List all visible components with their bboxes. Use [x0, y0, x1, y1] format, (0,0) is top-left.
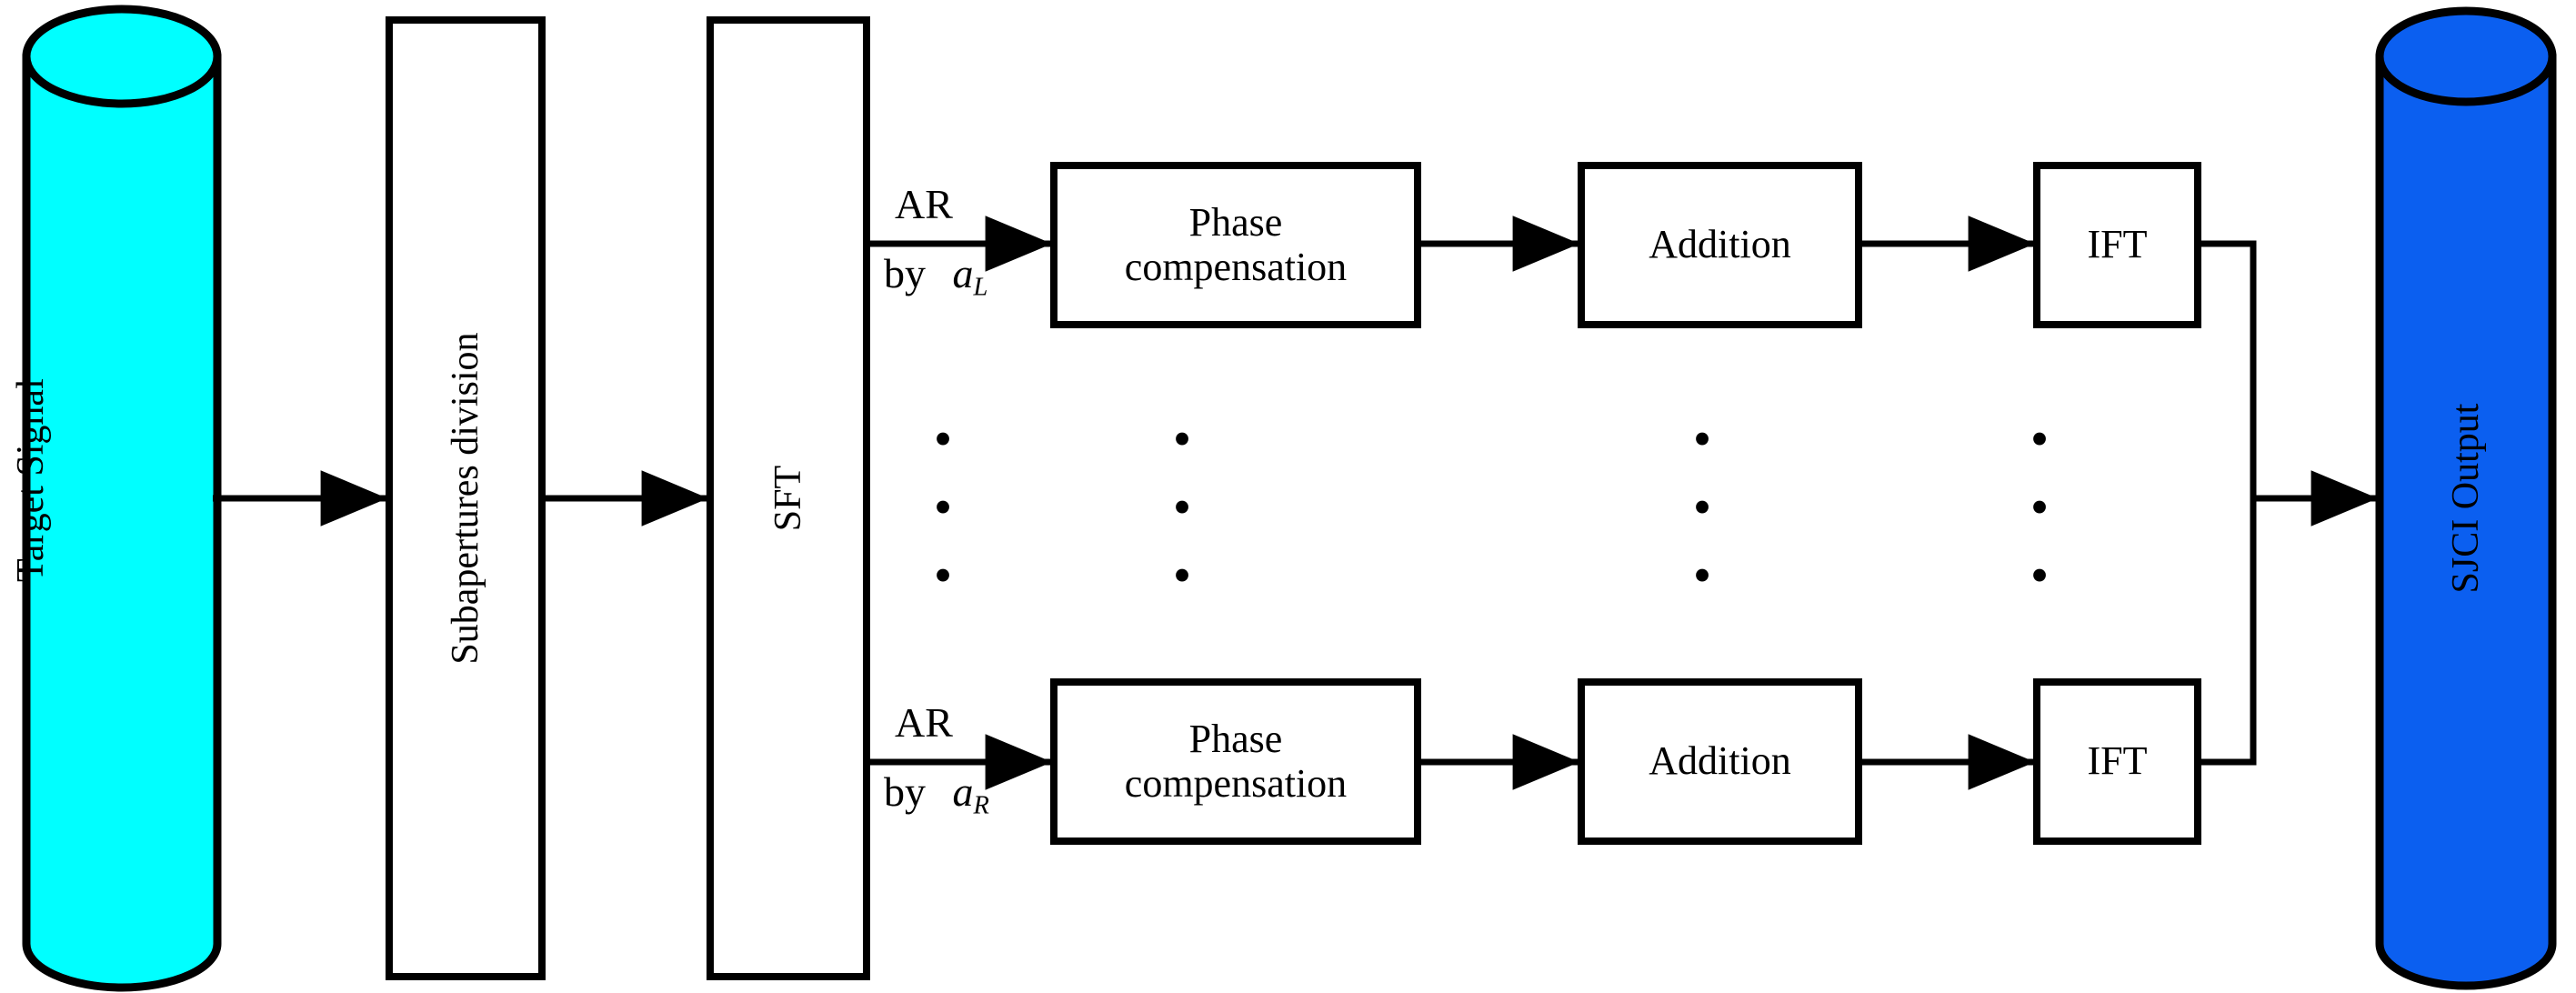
phase-compensation-line2-bottom: compensation [1124, 760, 1348, 806]
addition-label-bottom: Addition [1581, 682, 1859, 841]
addition-box-bottom [1578, 678, 1862, 845]
ar-label-bottom-below: by aR [884, 767, 989, 821]
ar-label-bottom-above: AR [895, 698, 953, 747]
output-cylinder-shape [2375, 6, 2557, 990]
ift-box-bottom [2033, 678, 2201, 845]
addition-box-top [1578, 162, 1862, 328]
ellipsis-column-ar-dot-2: • [933, 477, 953, 537]
connector-arrows [213, 216, 2379, 790]
input-cylinder-shape [22, 5, 222, 992]
ar-label-top-above: AR [895, 180, 953, 228]
bus-ift-bottom-to-output [2199, 498, 2257, 766]
bus-ift-top-to-output [2199, 240, 2257, 498]
phase-compensation-line1-bottom: Phase [1188, 717, 1283, 762]
ellipsis-column-addition-dot-3: • [1692, 546, 1712, 605]
ellipsis-column-phase-dot-3: • [1172, 546, 1192, 605]
addition-label-top: Addition [1581, 166, 1859, 325]
ar-label-top-below: by aL [884, 249, 987, 303]
ar-text-top: AR [895, 181, 953, 227]
ift-text-top: IFT [2087, 222, 2148, 267]
phase-compensation-line1-top: Phase [1188, 200, 1283, 246]
subapertures-division-box [386, 16, 546, 980]
ellipsis-column-phase-dot-1: • [1172, 409, 1192, 468]
ellipsis-column-addition-dot-1: • [1692, 409, 1712, 468]
ellipsis-column-ift-dot-2: • [2030, 477, 2050, 537]
ar-subscript-top: L [973, 273, 988, 302]
ift-label-bottom: IFT [2037, 682, 2198, 841]
ift-box-top [2033, 162, 2201, 328]
phase-compensation-line2-top: compensation [1124, 244, 1348, 289]
ar-symbol-bottom: a [952, 768, 974, 815]
ar-by-top: by [884, 250, 926, 296]
ar-symbol-top: a [952, 250, 974, 296]
ellipsis-column-ar-dot-1: • [933, 409, 953, 468]
ar-text-bottom: AR [895, 699, 953, 746]
ellipsis-column-ift-dot-1: • [2030, 409, 2050, 468]
ar-subscript-bottom: R [973, 791, 989, 820]
ellipsis-column-addition-dot-2: • [1692, 477, 1712, 537]
ellipsis-column-ift-dot-3: • [2030, 546, 2050, 605]
ar-by-bottom: by [884, 768, 926, 815]
sft-box [707, 16, 870, 980]
ift-text-bottom: IFT [2087, 738, 2148, 784]
ellipsis-column-ar-dot-3: • [933, 546, 953, 605]
addition-text-bottom: Addition [1649, 738, 1791, 784]
phase-compensation-box-bottom [1050, 678, 1421, 845]
addition-text-top: Addition [1649, 222, 1791, 267]
phase-compensation-label-bottom: Phase compensation [1054, 682, 1418, 841]
phase-compensation-box-top [1050, 162, 1421, 328]
phase-compensation-label-top: Phase compensation [1054, 166, 1418, 325]
ellipsis-column-phase-dot-2: • [1172, 477, 1192, 537]
ift-label-top: IFT [2037, 166, 2198, 325]
